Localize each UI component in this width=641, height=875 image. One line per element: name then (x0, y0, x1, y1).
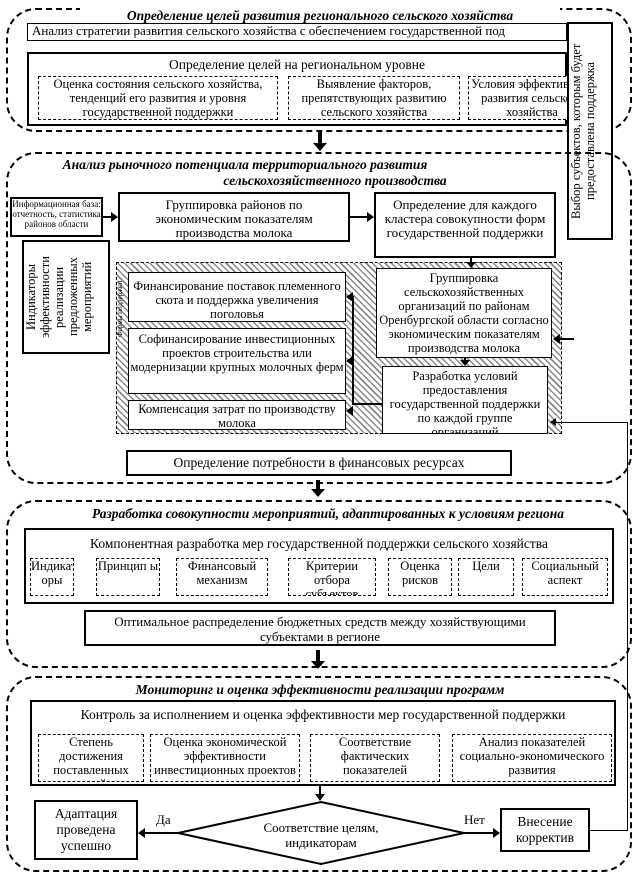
arrow-to-cofin (346, 356, 353, 366)
subjects-selection-box: Выбор субъектов, которым будет предостав… (567, 22, 613, 240)
support-conditions-box: Разработка условий предоставления госуда… (382, 366, 548, 434)
control-title: Контроль за исполнением и оценка эффекти… (80, 707, 566, 722)
measure-risks: Оценка рисков (388, 558, 452, 596)
corrections-box: Внесение корректив (500, 808, 590, 852)
measure-indicators: Индикат оры (30, 558, 74, 596)
arrow-yes-line (144, 832, 178, 834)
feedback-line-horizontal (590, 830, 628, 831)
financial-needs-box: Определение потребности в финансовых рес… (126, 450, 512, 476)
compensation-box: Компенсация затрат по производству молок… (128, 400, 346, 430)
arrow-yes-head (138, 828, 145, 838)
arrow-orgs-to-conditions-head (460, 360, 470, 366)
districts-grouping-text: Группировка районов по экономическим пок… (155, 197, 313, 240)
info-base-box: Информационная база: отчетность, статист… (10, 197, 103, 237)
arrow-to-compensation (346, 406, 353, 416)
section-monitoring (6, 676, 632, 872)
section-market-title-1: Анализ рыночного потенциала территориаль… (30, 157, 460, 172)
arrow-control-to-diamond (319, 786, 321, 796)
indicators-box: Индикаторы эффективности реализации пред… (22, 240, 110, 354)
feedback-line-top (556, 422, 628, 423)
optimal-distribution-box: Оптимальное распределение бюджетных сред… (84, 610, 556, 646)
arrow-1-2-head (313, 143, 327, 151)
adaptation-success-box: Адаптация проведена успешно (34, 800, 138, 860)
arrow-1-2 (318, 132, 322, 144)
livestock-financing-box: Финансирование поставок племенного скота… (128, 272, 346, 322)
districts-grouping-box (118, 192, 350, 242)
arrow-info-to-group (103, 216, 113, 218)
regional-goals-title: Определение целей на региональном уровне (168, 57, 426, 72)
decision-text: Соответствие целям, индикаторам (263, 820, 379, 850)
strategy-analysis-box: Анализ стратегии развития сельского хозя… (27, 23, 567, 41)
section-goals-title: Определение целей развития регионального… (80, 8, 560, 23)
section-market-title-2: сельскохозяйственного производства (200, 173, 470, 188)
arrow-group-to-cluster (350, 216, 368, 218)
section-monitoring-title: Мониторинг и оценка эффективности реализ… (100, 682, 540, 697)
arrow-info-to-group-head (111, 212, 118, 222)
yes-label: Да (156, 812, 171, 827)
section-measures-title: Разработка совокупности мероприятий, ада… (40, 506, 616, 521)
state-assessment-box: Оценка состояния сельского хозяйства, те… (38, 76, 278, 120)
monitor-economic-efficiency: Оценка экономической эффективности инвес… (150, 734, 300, 782)
arrow-cluster-to-orgs (470, 258, 472, 264)
obstacles-box: Выявление факторов, препятствующих разви… (288, 76, 460, 120)
arrow-to-livestock (346, 292, 353, 302)
monitor-socioeconomic: Анализ показателей социально-экономическ… (452, 734, 612, 782)
monitor-goal-achievement: Степень достижения поставленных целей (38, 734, 144, 782)
cofinancing-box: Софинансирование инвестиционных проектов… (128, 328, 346, 394)
indicators-text: Индикаторы эффективности реализации пред… (24, 256, 94, 338)
feedback-arrow-head (550, 418, 556, 426)
feedback-line-vertical (627, 422, 628, 831)
arrow-2-3 (316, 480, 320, 490)
measure-social: Социальный аспект (522, 558, 608, 596)
arrow-cluster-to-orgs-head (466, 262, 476, 268)
no-label: Нет (464, 812, 485, 827)
arrow-control-to-diamond-head (315, 794, 325, 801)
arrow-conditions-to-livestock (352, 296, 354, 404)
line-right-side-to-orgs (558, 338, 574, 340)
org-grouping-box: Группировка сельскохозяйственных организ… (376, 268, 552, 358)
arrow-3-4 (316, 650, 320, 664)
arrow-no-head (493, 828, 500, 838)
measure-criteria: Критерии отбора субъектов (288, 558, 376, 596)
measure-principles: Принцип ы (96, 558, 160, 596)
cluster-forms-box (374, 192, 556, 258)
component-title: Компонентная разработка мер государствен… (90, 536, 548, 551)
support-forms-label-strip: Формы поддержки (116, 264, 126, 354)
arrow-2-3-head (311, 489, 325, 497)
decision-diamond (177, 800, 465, 866)
monitor-indicators-match: Соответствие фактических показателей инд… (310, 734, 440, 782)
measure-goals: Цели (458, 558, 514, 596)
line-conditions-to-forms (352, 403, 382, 405)
arrow-3-4-head (311, 661, 325, 669)
measure-fin-mechanism: Финансовый механизм (176, 558, 268, 596)
cluster-forms-text: Определение для каждого кластера совокуп… (384, 197, 546, 240)
support-forms-label: Формы поддержки (116, 280, 124, 338)
arrow-group-to-cluster-head (367, 212, 374, 222)
arrow-no-line (464, 832, 494, 834)
arrow-right-side-to-orgs-head (553, 334, 560, 344)
